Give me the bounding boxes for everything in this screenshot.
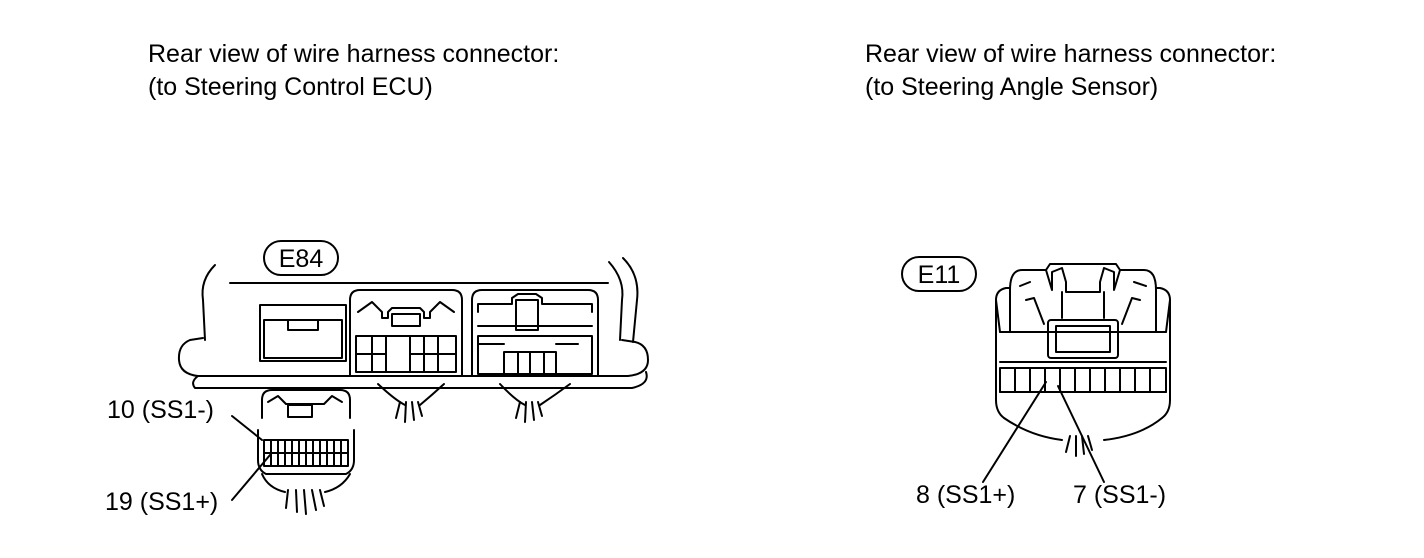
pin-8-leader <box>982 381 1047 483</box>
pin-label-10: 10 (SS1-) <box>107 396 214 424</box>
sensor-caption-line2: (to Steering Angle Sensor) <box>865 73 1159 101</box>
pin-label-8: 8 (SS1+) <box>916 481 1016 509</box>
pin-7-leader <box>1057 385 1105 483</box>
ecu-socket-small <box>259 304 347 362</box>
ecu-connector-code: E84 <box>279 245 324 273</box>
ecu-connector-caption: Rear view of wire harness connector: (to… <box>148 38 559 104</box>
pin-19-leader <box>231 454 271 501</box>
sensor-connector-code: E11 <box>918 261 961 289</box>
ecu-harness-pin-grid <box>263 439 349 467</box>
pin-label-7: 7 (SS1-) <box>1073 481 1167 509</box>
ecu-connector-middle <box>349 289 463 423</box>
ecu-caption-line2: (to Steering Control ECU) <box>148 73 433 101</box>
sensor-connector-body <box>995 263 1171 457</box>
sensor-connector-caption: Rear view of wire harness connector: (to… <box>865 38 1276 104</box>
ecu-caption-line1: Rear view of wire harness connector: <box>148 40 560 68</box>
sensor-caption-line1: Rear view of wire harness connector: <box>865 40 1277 68</box>
ecu-connector-code-badge: E84 <box>263 240 339 276</box>
pin-10-leader <box>231 415 263 441</box>
ecu-connector-right <box>471 289 599 423</box>
ecu-harness-connector <box>257 389 355 515</box>
sensor-pin-grid <box>1014 367 1151 393</box>
sensor-connector-code-badge: E11 <box>901 256 977 292</box>
ecu-body <box>177 257 649 389</box>
pin-label-19: 19 (SS1+) <box>105 488 219 516</box>
